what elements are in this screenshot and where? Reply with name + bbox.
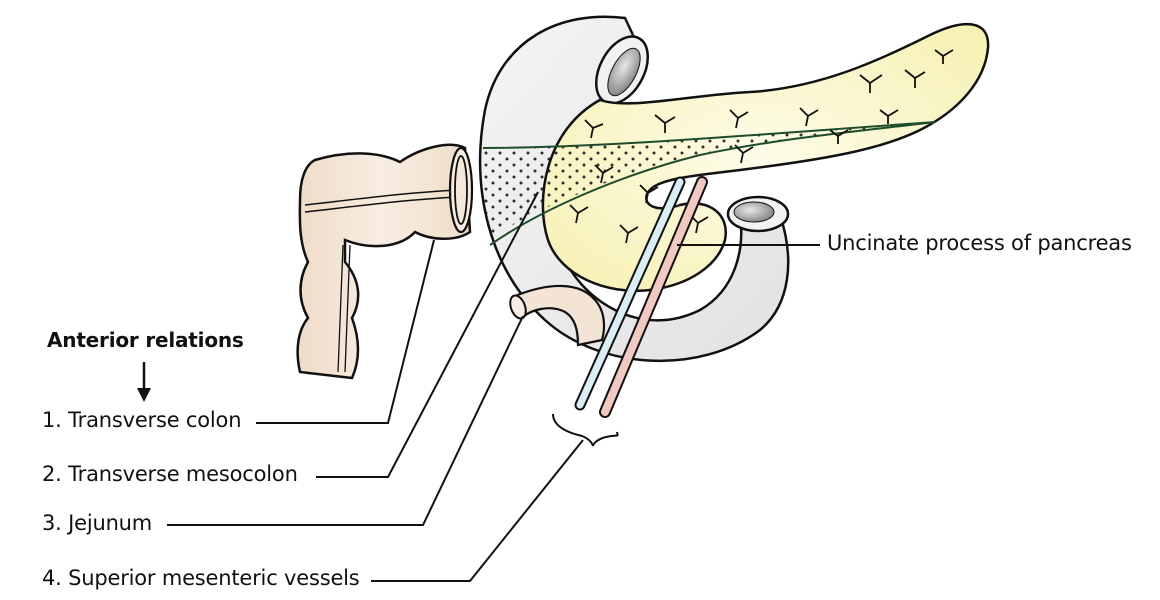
superior-mesenteric-vessels: [574, 176, 708, 418]
leader-jejunum: [167, 315, 524, 526]
colon-lumen-inner: [454, 155, 468, 225]
vessels-brace: [552, 413, 619, 447]
label-uncinate-process: Uncinate process of pancreas: [827, 231, 1132, 255]
duodenum-proximal-opening: [607, 47, 641, 97]
duodenum-distal-opening: [733, 201, 775, 223]
mesocolon-root-area: [482, 122, 935, 245]
pancreas: [482, 22, 990, 292]
lobule-marks: [569, 49, 954, 244]
label-transverse-colon: 1. Transverse colon: [42, 408, 242, 432]
taenia-vertical: [337, 244, 351, 373]
label-transverse-mesocolon: 2. Transverse mesocolon: [42, 462, 298, 486]
leader-lines: [167, 191, 820, 582]
leader-sm-vessels: [371, 439, 584, 582]
jejunum-body: [513, 284, 606, 347]
down-arrow-icon: [137, 362, 151, 402]
mesocolon-upper-line: [482, 121, 936, 149]
colon-body: [296, 143, 472, 380]
pancreas-body: [541, 22, 990, 292]
leader-transverse-mesocolon: [316, 191, 539, 478]
taenia-horizontal: [304, 189, 461, 213]
sm-artery: [601, 178, 706, 416]
duodenum: [479, 15, 790, 363]
label-superior-mesenteric-vessels: 4. Superior mesenteric vessels: [42, 566, 360, 590]
anterior-relations-heading: Anterior relations: [47, 328, 244, 352]
leader-transverse-colon: [256, 239, 435, 424]
label-jejunum: 3. Jejunum: [42, 511, 153, 535]
sm-vein: [576, 178, 684, 409]
transverse-colon: [296, 143, 474, 380]
mesocolon-lower-line: [489, 121, 936, 246]
